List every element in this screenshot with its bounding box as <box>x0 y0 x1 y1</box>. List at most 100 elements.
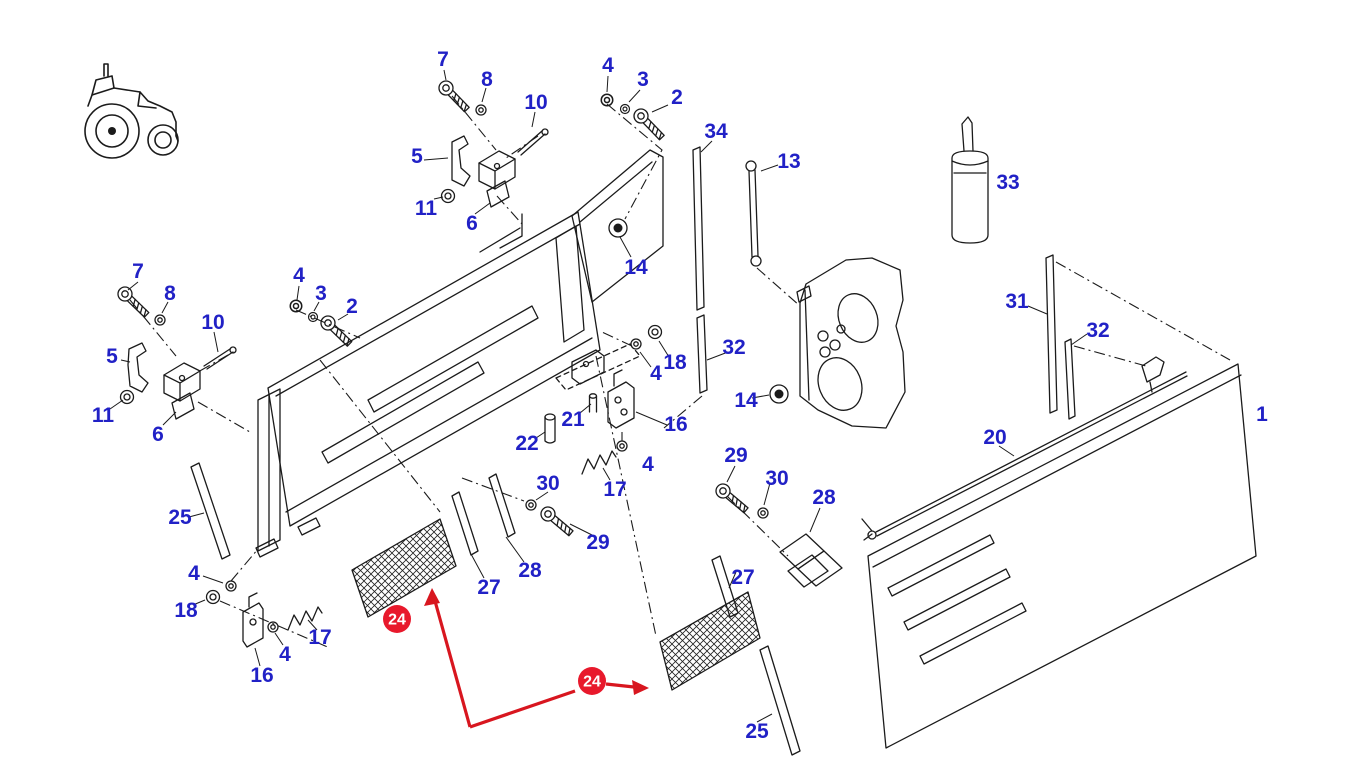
screw-7-top <box>435 77 473 116</box>
part-label-2: 2 <box>346 295 358 318</box>
plate-28-right <box>779 533 825 570</box>
part-label-4: 4 <box>188 562 200 585</box>
callout-circle <box>578 667 606 695</box>
part-label-25: 25 <box>168 506 192 529</box>
bracket-6-top <box>478 150 516 190</box>
callout-text: 24 <box>583 674 601 691</box>
part-label-30: 30 <box>536 472 559 495</box>
nut-11-left <box>119 389 135 405</box>
part-label-20: 20 <box>983 426 1006 449</box>
strip-25-left <box>190 462 231 560</box>
washer-30-right <box>757 507 769 519</box>
part-label-10: 10 <box>524 91 547 114</box>
part-label-10: 10 <box>201 311 224 334</box>
knob-14-top <box>608 218 628 238</box>
part-label-29: 29 <box>724 444 747 467</box>
mesh-grille-24-right <box>659 591 761 691</box>
washer-4-bl <box>225 580 237 592</box>
strip-32-center <box>696 314 708 394</box>
part-label-18: 18 <box>663 351 687 374</box>
part-label-3: 3 <box>637 68 649 91</box>
callout-badge-24: 24 <box>578 667 606 695</box>
part-label-4: 4 <box>602 54 614 77</box>
part-label-7: 7 <box>437 48 449 71</box>
part-label-8: 8 <box>164 282 176 305</box>
screw-7-left <box>114 283 153 321</box>
nut-18-bl <box>205 589 221 605</box>
part-label-8: 8 <box>481 68 493 91</box>
bolt-22 <box>544 413 556 421</box>
nut-11-top <box>440 188 456 204</box>
hinge-plate <box>796 257 906 429</box>
part-label-6: 6 <box>152 423 164 446</box>
mesh-grille-24-left <box>351 518 457 618</box>
washer-4-latch <box>616 440 628 452</box>
washer-8-top <box>475 104 487 116</box>
part-label-4: 4 <box>642 453 654 476</box>
washer-8-left <box>154 314 166 326</box>
part-label-28: 28 <box>518 559 542 582</box>
part-label-29: 29 <box>586 531 609 554</box>
red-pointer-arrows <box>424 588 649 729</box>
strip-28-center <box>488 473 516 538</box>
washer-4-center <box>630 338 642 350</box>
gas-rod-13 <box>745 160 762 267</box>
pin-21 <box>588 393 598 399</box>
callout-text: 24 <box>388 612 406 629</box>
nut-18-center <box>647 324 663 340</box>
washer-3-top <box>619 103 631 115</box>
fastener-group-top-right <box>600 93 668 144</box>
dashed-outline-box <box>555 343 641 391</box>
bracket-6-left <box>163 362 201 402</box>
part-label-31: 31 <box>1005 290 1029 313</box>
main-panel <box>255 211 601 558</box>
part-label-5: 5 <box>106 345 118 368</box>
part-label-14: 14 <box>734 389 758 412</box>
arrowhead-right <box>632 680 649 695</box>
upper-door-panel <box>571 149 664 303</box>
arrowhead-up <box>424 588 440 606</box>
part-label-27: 27 <box>731 566 754 589</box>
part-label-6: 6 <box>466 212 478 235</box>
screw-2-left <box>317 312 356 350</box>
part-label-22: 22 <box>515 432 538 455</box>
spring-17-center <box>581 450 617 475</box>
part-label-1: 1 <box>1256 403 1268 426</box>
part-label-32: 32 <box>1086 319 1109 342</box>
callout-badge-24: 24 <box>383 605 411 633</box>
leader-lines <box>109 69 1088 723</box>
latch-cluster-center <box>525 369 635 540</box>
pin-10-left <box>203 348 234 370</box>
part-label-13: 13 <box>777 150 800 173</box>
knob-14-right <box>769 384 789 404</box>
bracket-cluster-bottom-left <box>205 580 323 648</box>
part-label-18: 18 <box>174 599 198 622</box>
clip-5-left <box>127 342 149 393</box>
bottom-bracket-detail <box>571 349 605 385</box>
screw-2-top <box>630 105 668 144</box>
side-panel-1 <box>867 363 1257 749</box>
clip-5-top <box>451 135 471 187</box>
screw-29-center <box>537 503 577 540</box>
clip-on-panel <box>1141 356 1165 393</box>
part-label-2: 2 <box>671 86 683 109</box>
strip-32-right <box>1064 338 1076 420</box>
part-label-14: 14 <box>624 256 648 279</box>
callout-circle <box>383 605 411 633</box>
strip-27-center <box>451 491 479 556</box>
bracket-16-right <box>607 381 635 429</box>
washer-3-left <box>307 311 319 323</box>
pin-10-top <box>517 130 546 156</box>
part-label-21: 21 <box>561 408 585 431</box>
part-label-5: 5 <box>411 145 423 168</box>
part-label-25: 25 <box>745 720 769 743</box>
sealant-cartridge-33 <box>951 116 989 244</box>
bracket-16-bl <box>242 602 264 648</box>
part-label-7: 7 <box>132 260 144 283</box>
part-label-4: 4 <box>650 362 662 385</box>
part-label-30: 30 <box>765 467 788 490</box>
part-label-17: 17 <box>603 478 626 501</box>
part-label-4: 4 <box>293 264 305 287</box>
